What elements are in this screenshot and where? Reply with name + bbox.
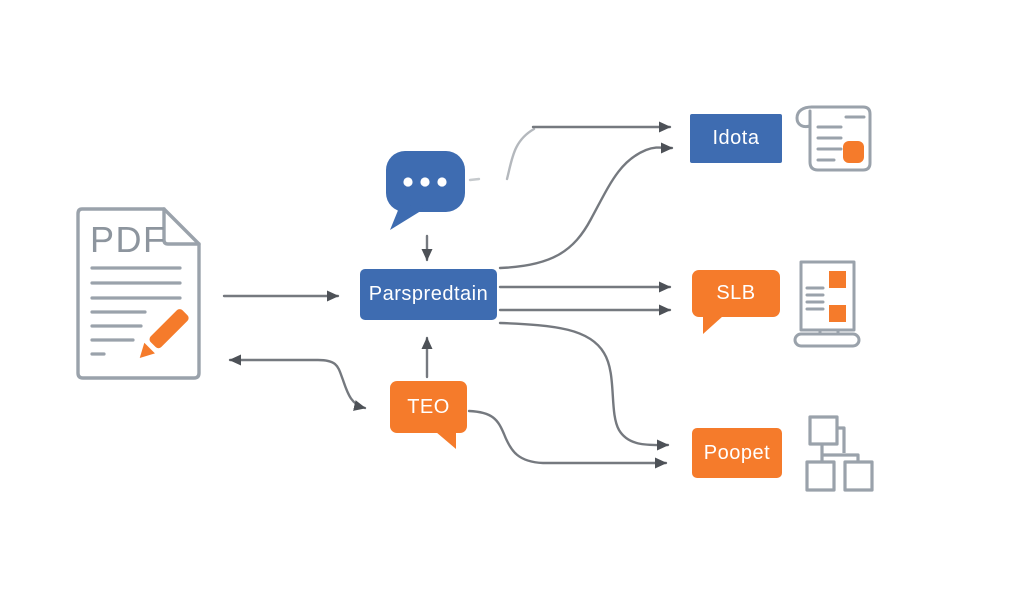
pen-icon [139,309,189,358]
slb-bubble-label: SLB [716,282,756,304]
monitor-icon [793,260,861,348]
arrow-process-to-idota [498,142,674,270]
arrow-pdf-teo-bidirectional [228,354,367,411]
bubble-dot [403,177,413,187]
teo-bubble-label: TEO [407,395,450,418]
bubble-dot [437,177,447,187]
idota-box: Idota [690,114,782,163]
process-box: Parspredtain [360,269,497,320]
poopet-box: Poopet [692,428,782,478]
arrow-bubble-to-idota-curve [505,127,536,181]
teo-bubble: TEO [390,381,467,449]
poopet-box-label: Poopet [703,441,771,464]
scroll-document-icon [795,105,872,172]
process-box-label: Parspredtain [368,283,489,305]
pdf-document-icon: PDF [76,207,201,380]
chat-bubble-icon [386,151,465,230]
bubble-side-tick [468,177,481,182]
arrow-teo-to-poopet [467,409,668,469]
pdf-label: PDF [90,219,167,260]
arrow-process-to-poopet [498,321,670,451]
org-chart-icon [805,415,874,492]
slb-bubble: SLB [692,270,780,334]
bubble-dot [420,177,430,187]
idota-box-label: Idota [712,127,760,149]
